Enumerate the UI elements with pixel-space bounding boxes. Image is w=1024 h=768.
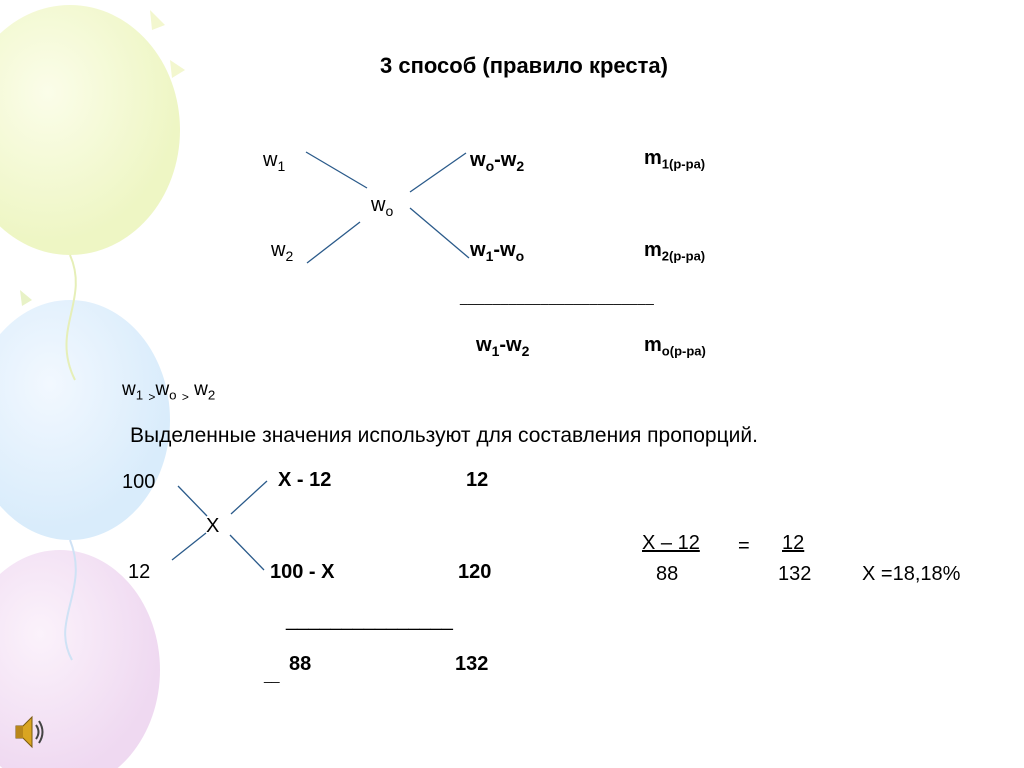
inequality: w1 >wo > w2 — [122, 379, 216, 404]
cross2-diff-top: Х - 12 — [278, 469, 332, 491]
proportion-den-left: 88 — [656, 563, 679, 585]
cross2-total-left: 88 — [289, 653, 312, 675]
yellow-balloon — [0, 5, 180, 255]
cross1-diff-bottom: w1-wo — [470, 239, 525, 264]
blue-balloon — [0, 300, 170, 540]
cross2-line-12-x — [171, 532, 207, 561]
cross1-mo: mo(р-ра) — [644, 334, 706, 359]
cross1-wo: wo — [371, 194, 394, 219]
proportion-result: Х =18,18% — [862, 563, 961, 585]
explanation-text: Выделенные значения используют для соста… — [130, 424, 758, 447]
cross2-center: Х — [206, 515, 220, 537]
speaker-icon-glyph — [15, 715, 44, 749]
proportion-num-right: 12 — [782, 532, 805, 554]
cross1-w1: w1 — [263, 149, 286, 174]
cross1-sum-rule: ________________________ — [460, 289, 655, 305]
cross2-line-100-x — [177, 485, 208, 517]
proportion-num-left: Х – 12 — [642, 532, 700, 554]
cross1-line-w1-wo — [305, 151, 368, 189]
cross2-dash: __ — [264, 667, 280, 683]
cross1-line-w2-wo — [306, 221, 361, 264]
speaker-icon[interactable] — [12, 712, 46, 757]
cross2-line-x-bottom — [229, 534, 265, 571]
proportion-den-right: 132 — [778, 563, 812, 585]
slide-title: 3 способ (правило креста) — [380, 53, 668, 78]
cross1-m2: m2(р-ра) — [644, 239, 706, 264]
cross1-total: w1-w2 — [476, 334, 530, 359]
cross1-line-wo-top — [409, 152, 467, 193]
cross2-diff-bottom: 100 - Х — [270, 561, 335, 583]
cross1-w2: w2 — [271, 239, 294, 264]
cross1-m1: m1(р-ра) — [644, 147, 706, 172]
cross2-left-top: 100 — [122, 471, 156, 493]
proportion-eq: = — [738, 535, 750, 557]
cross2-line-x-top — [230, 480, 268, 515]
cross2-right-top: 12 — [466, 469, 489, 491]
cross2-right-bottom: 120 — [458, 561, 492, 583]
cross2-rule: _______________ — [286, 609, 453, 631]
pink-balloon — [0, 550, 160, 768]
cross1-line-wo-bottom — [409, 207, 470, 259]
cross1-diff-top: wo-w2 — [470, 149, 525, 174]
cross2-total-right: 132 — [455, 653, 489, 675]
cross2-left-bottom: 12 — [128, 561, 151, 583]
